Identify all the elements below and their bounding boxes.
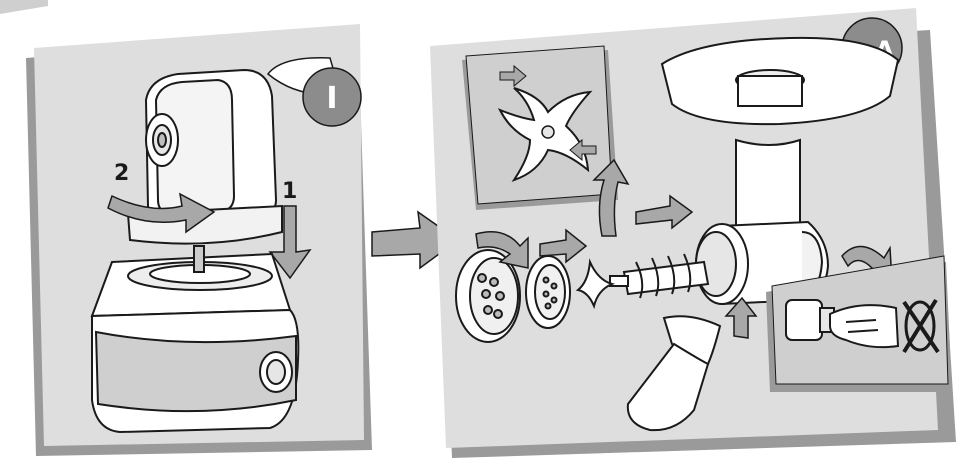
cutter-blade-icon (497, 87, 593, 182)
hand-no-rotate-icon (785, 298, 940, 354)
left-panel: I 2 1 (26, 24, 372, 456)
coarse-plate-icon (455, 249, 521, 343)
fine-plate-icon (525, 255, 571, 329)
step-label-1: 1 (282, 179, 297, 204)
badge-text: I (326, 81, 337, 116)
pusher-icon (626, 315, 722, 432)
pusher-up-arrow-icon (724, 296, 758, 339)
down-arrow-icon (268, 205, 312, 280)
mid-right-arrow-icon (635, 194, 694, 230)
cutter-inset (462, 45, 618, 210)
right-panel: mA (430, 8, 956, 458)
up-arrow-icon (592, 158, 630, 237)
curve-arrow-icon (475, 231, 529, 269)
hand-inset (766, 255, 952, 392)
inset-arrow-left-icon (569, 138, 597, 162)
base-unit-icon (90, 245, 300, 434)
worm-screw-icon (609, 253, 710, 299)
corner-fragment (0, 0, 48, 14)
inset-arrow-right-icon (499, 64, 527, 88)
left-badge: I (266, 57, 362, 127)
small-cutter-icon (575, 258, 615, 310)
rotate-arrow-icon (107, 192, 216, 234)
motor-head-icon (126, 68, 283, 245)
step-label-2: 2 (114, 161, 129, 186)
badge-circle (302, 67, 362, 127)
small-right-arrow-icon (539, 228, 588, 264)
